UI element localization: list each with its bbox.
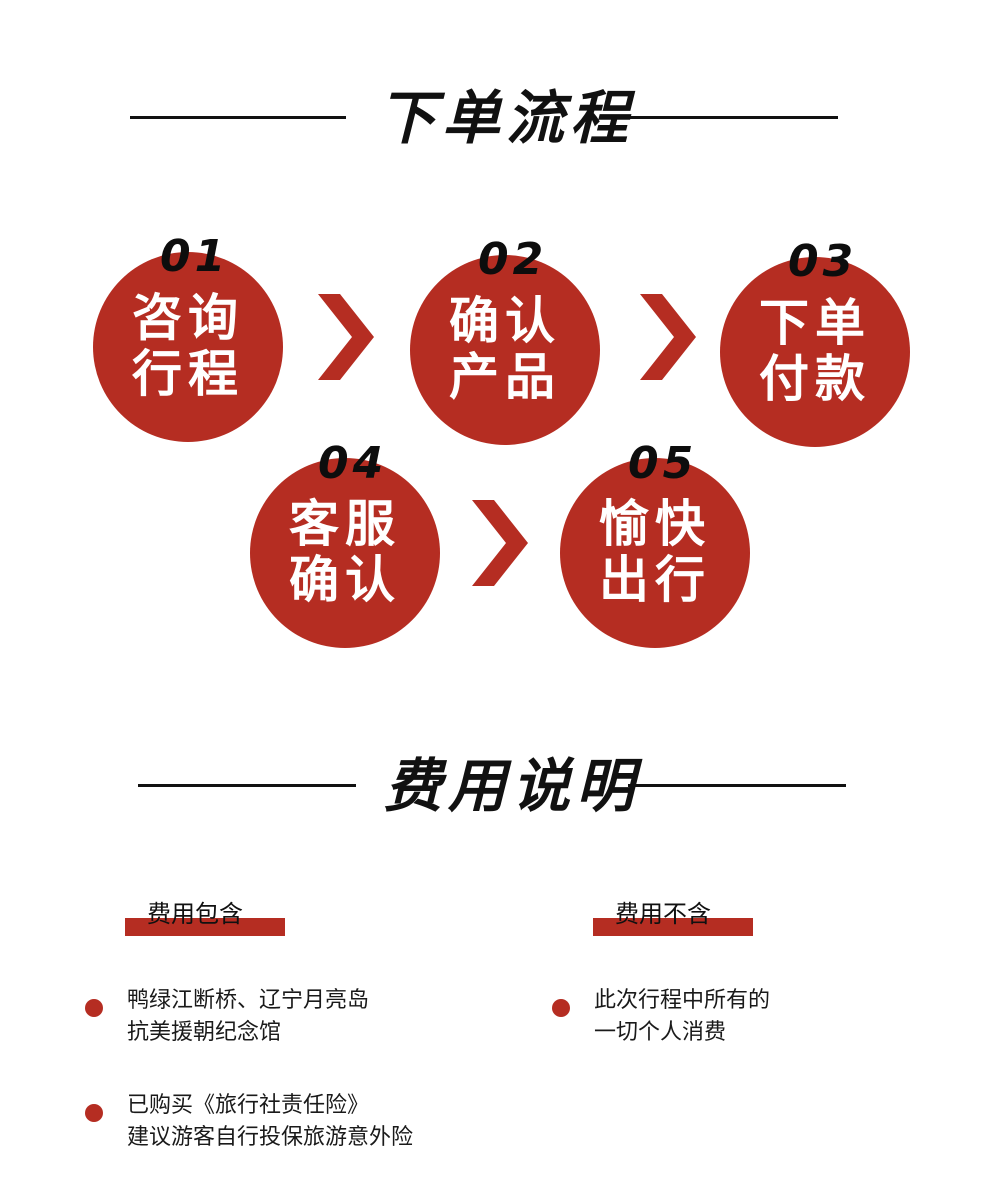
fees-excluded-tag: 费用不含 [593, 898, 753, 938]
list-item: 此次行程中所有的 一切个人消费 [552, 985, 952, 1055]
title-rule-left [130, 116, 346, 119]
title-rule-right [628, 784, 846, 787]
title-rule-left [138, 784, 356, 787]
step-5: 愉快 出行 [560, 458, 750, 648]
step-label-line2: 产品 [449, 348, 561, 406]
item-line2: 一切个人消费 [594, 1020, 727, 1045]
title-rule-right [622, 116, 838, 119]
step-label: 咨询 行程 [93, 290, 283, 402]
step-number: 05 [628, 438, 698, 489]
list-item: 鸭绿江断桥、辽宁月亮岛 抗美援朝纪念馆 [85, 985, 485, 1055]
step-circle [720, 257, 910, 447]
step-2: 确认 产品 [410, 255, 600, 445]
step-1: 咨询 行程 [93, 252, 283, 442]
step-circle [93, 252, 283, 442]
step-circle [560, 458, 750, 648]
item-line1: 已购买《旅行社责任险》 [127, 1093, 370, 1118]
bullet-dot [85, 1104, 103, 1122]
tag-highlight [593, 918, 753, 936]
list-item: 已购买《旅行社责任险》 建议游客自行投保旅游意外险 [85, 1090, 505, 1160]
chevron-right-icon [472, 500, 528, 586]
step-label: 下单 付款 [720, 295, 910, 407]
step-label: 客服 确认 [250, 496, 440, 608]
process-title: 下单流程 [378, 84, 635, 152]
step-number: 03 [788, 236, 858, 287]
step-label: 确认 产品 [410, 293, 600, 405]
step-label-line1: 愉快 [599, 495, 711, 553]
item-line2: 建议游客自行投保旅游意外险 [127, 1125, 414, 1150]
step-label-line1: 下单 [759, 294, 871, 352]
process-section-header: 下单流程 [0, 78, 1000, 158]
step-label-line2: 确认 [289, 551, 401, 609]
tag-highlight [125, 918, 285, 936]
step-4: 客服 确认 [250, 458, 440, 648]
bullet-dot [85, 999, 103, 1017]
item-line1: 此次行程中所有的 [594, 988, 771, 1013]
tag-label: 费用不含 [615, 900, 711, 928]
step-3: 下单 付款 [720, 257, 910, 447]
step-label-line1: 咨询 [132, 289, 244, 347]
fees-title: 费用说明 [384, 752, 641, 820]
step-number: 04 [318, 438, 388, 489]
fees-included-tag: 费用包含 [125, 898, 285, 938]
item-line1: 鸭绿江断桥、辽宁月亮岛 [127, 988, 370, 1013]
step-label-line2: 出行 [599, 551, 711, 609]
item-line2: 抗美援朝纪念馆 [127, 1020, 282, 1045]
step-number: 01 [160, 231, 230, 282]
fees-section-header: 费用说明 [0, 746, 1000, 826]
step-circle [250, 458, 440, 648]
chevron-right-icon [640, 294, 696, 380]
step-label-line1: 确认 [449, 292, 561, 350]
bullet-dot [552, 999, 570, 1017]
step-circle [410, 255, 600, 445]
chevron-right-icon [318, 294, 374, 380]
step-label: 愉快 出行 [560, 496, 750, 608]
step-label-line2: 付款 [759, 350, 871, 408]
step-label-line1: 客服 [289, 495, 401, 553]
step-label-line2: 行程 [132, 345, 244, 403]
tag-label: 费用包含 [147, 900, 243, 928]
step-number: 02 [478, 234, 548, 285]
